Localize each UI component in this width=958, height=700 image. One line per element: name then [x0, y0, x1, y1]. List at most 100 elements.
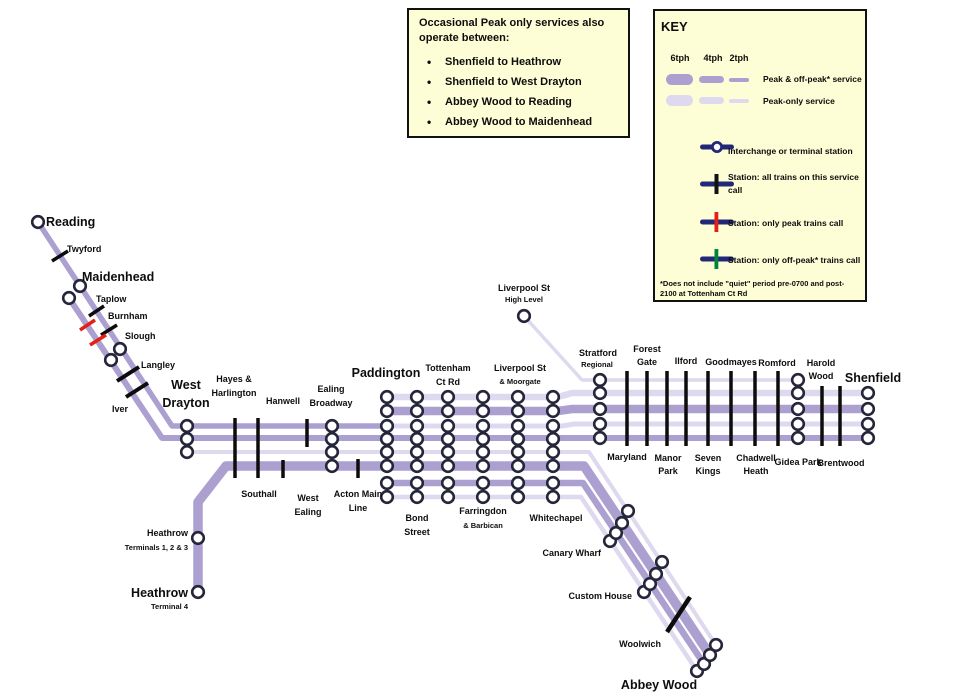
station-stratford-regional-marker [592, 385, 608, 401]
station-canary-wharf-label: Canary Wharf [542, 548, 602, 558]
station-stratford-regional-marker [592, 430, 608, 446]
station-abbey-wood-marker [708, 637, 724, 653]
station-twyford-tick [51, 249, 69, 263]
station-canary-wharf-marker [620, 503, 636, 519]
station-seven-kings-label: Kings [695, 466, 720, 476]
station-heathrow-terminals-123-label: Heathrow [147, 528, 189, 538]
key-bar-4tph-peak-only [699, 97, 724, 104]
station-romford-label: Romford [758, 358, 796, 368]
station-shenfield-label: Shenfield [845, 371, 901, 385]
station-paddington-marker [379, 475, 395, 491]
station-tottenham-ct-rd-marker [440, 431, 456, 447]
note-title-line-1: Occasional Peak only services also [419, 17, 605, 29]
station-whitechapel-marker [545, 418, 561, 434]
station-seven-kings-label: Seven [695, 453, 722, 463]
station-tottenham-ct-rd-marker [440, 403, 456, 419]
key-footnote: *Does not include "quiet" period pre-070… [660, 279, 862, 298]
station-custom-house-marker [642, 576, 658, 592]
station-tottenham-ct-rd-marker [440, 475, 456, 491]
station-farringdon-barbican-marker [475, 418, 491, 434]
paddington-shenfield-peak-line [387, 389, 868, 401]
station-woolwich-tick [665, 595, 692, 634]
station-tottenham-ct-rd-label: Ct Rd [436, 377, 460, 387]
station-west-drayton-marker [179, 418, 195, 434]
key-label-station-offpeak: Station: only off-peak* trains call [728, 255, 861, 265]
station-shenfield-marker [860, 385, 876, 401]
station-abbey-wood-marker [702, 647, 718, 663]
station-iver-tick [124, 381, 150, 399]
station-ealing-broadway-label: Broadway [309, 398, 352, 408]
station-twyford-label: Twyford [67, 244, 101, 254]
station-stratford-regional-marker [592, 401, 608, 417]
station-whitechapel-label: Whitechapel [529, 513, 582, 523]
west-drayton-abbey-wood-peak-line [184, 450, 718, 647]
map-key: KEY 6tph 4tph 2tph Peak & off-peak* serv… [653, 9, 867, 302]
station-tottenham-ct-rd-marker [440, 444, 456, 460]
liverpool-st-gidea-park-peak-line [522, 314, 798, 382]
station-paddington-label: Paddington [352, 366, 421, 380]
station-hanwell-label: Hanwell [266, 396, 300, 406]
key-label-interchange: Interchange or terminal station [728, 146, 853, 156]
station-goodmayes-label: Goodmayes [705, 357, 757, 367]
station-liverpool-st-moorgate-marker [510, 489, 526, 505]
key-bar-6tph-peak-offpeak [666, 74, 693, 85]
station-taplow-tick [79, 318, 96, 332]
station-ealing-broadway-label: Ealing [317, 384, 344, 394]
station-stratford-regional-label: Stratford [579, 348, 617, 358]
key-label-station-all-line-1: Station: all trains on this service [728, 172, 859, 182]
station-whitechapel-marker [545, 458, 561, 474]
station-stratford-regional-marker [592, 416, 608, 432]
station-slough-label: Slough [125, 331, 156, 341]
key-footnote-line-2: 2100 at Tottenham Ct Rd [660, 288, 748, 298]
station-paddington-marker [379, 489, 395, 505]
station-reading-marker [30, 214, 46, 230]
station-paddington-marker [379, 389, 395, 405]
station-maryland-label: Maryland [607, 452, 647, 462]
station-maidenhead-marker [72, 278, 88, 294]
station-bond-street-marker [409, 475, 425, 491]
key-footnote-line-1: *Does not include "quiet" period pre-070… [660, 279, 845, 288]
station-forest-gate-label: Gate [637, 357, 657, 367]
station-forest-gate-label: Forest [633, 344, 661, 354]
note-bullet-list: Shenfield to Heathrow Shenfield to West … [419, 53, 618, 133]
station-liverpool-st-moorgate-marker [510, 444, 526, 460]
station-slough-marker [103, 352, 119, 368]
station-liverpool-st-moorgate-marker [510, 458, 526, 474]
paddington-shenfield-line [387, 404, 868, 416]
interchange-station-icon [700, 141, 734, 153]
station-liverpool-st-high-level-label: Liverpool St [498, 283, 550, 293]
station-farringdon-barbican-label: & Barbican [463, 521, 503, 530]
station-harold-wood-label: Wood [809, 371, 834, 381]
station-abbey-wood-label: Abbey Wood [621, 678, 697, 692]
note-bullet-item: Abbey Wood to Reading [419, 93, 618, 113]
station-shenfield-marker [860, 430, 876, 446]
station-paddington-marker [379, 444, 395, 460]
station-heathrow-terminals-123-label: Terminals 1, 2 & 3 [125, 543, 188, 552]
station-farringdon-barbican-marker [475, 431, 491, 447]
station-liverpool-st-moorgate-marker [510, 418, 526, 434]
station-liverpool-st-moorgate-marker [510, 389, 526, 405]
station-liverpool-st-moorgate-marker [510, 403, 526, 419]
station-shenfield-marker [860, 401, 876, 417]
station-hayes-harlington-label: Hayes & [216, 374, 252, 384]
station-farringdon-barbican-label: Farringdon [459, 506, 507, 516]
station-whitechapel-marker [545, 475, 561, 491]
key-header-4tph: 4tph [703, 53, 723, 63]
key-bar-6tph-peak-only [666, 95, 693, 106]
station-farringdon-barbican-marker [475, 403, 491, 419]
station-manor-park-label: Park [658, 466, 679, 476]
station-canary-wharf-marker [608, 525, 624, 541]
station-custom-house-marker [654, 554, 670, 570]
station-chadwell-heath-label: Chadwell [736, 453, 776, 463]
station-maidenhead-marker [61, 290, 77, 306]
station-tottenham-ct-rd-marker [440, 458, 456, 474]
station-west-ealing-label: Ealing [294, 507, 321, 517]
key-label-station-all: Station: all trains on this service call [728, 171, 864, 195]
station-canary-wharf-marker [614, 515, 630, 531]
station-ealing-broadway-marker [324, 458, 340, 474]
station-whitechapel-marker [545, 444, 561, 460]
core-peak-only-line [387, 421, 868, 429]
station-reading-label: Reading [46, 215, 95, 229]
station-bond-street-marker [409, 458, 425, 474]
